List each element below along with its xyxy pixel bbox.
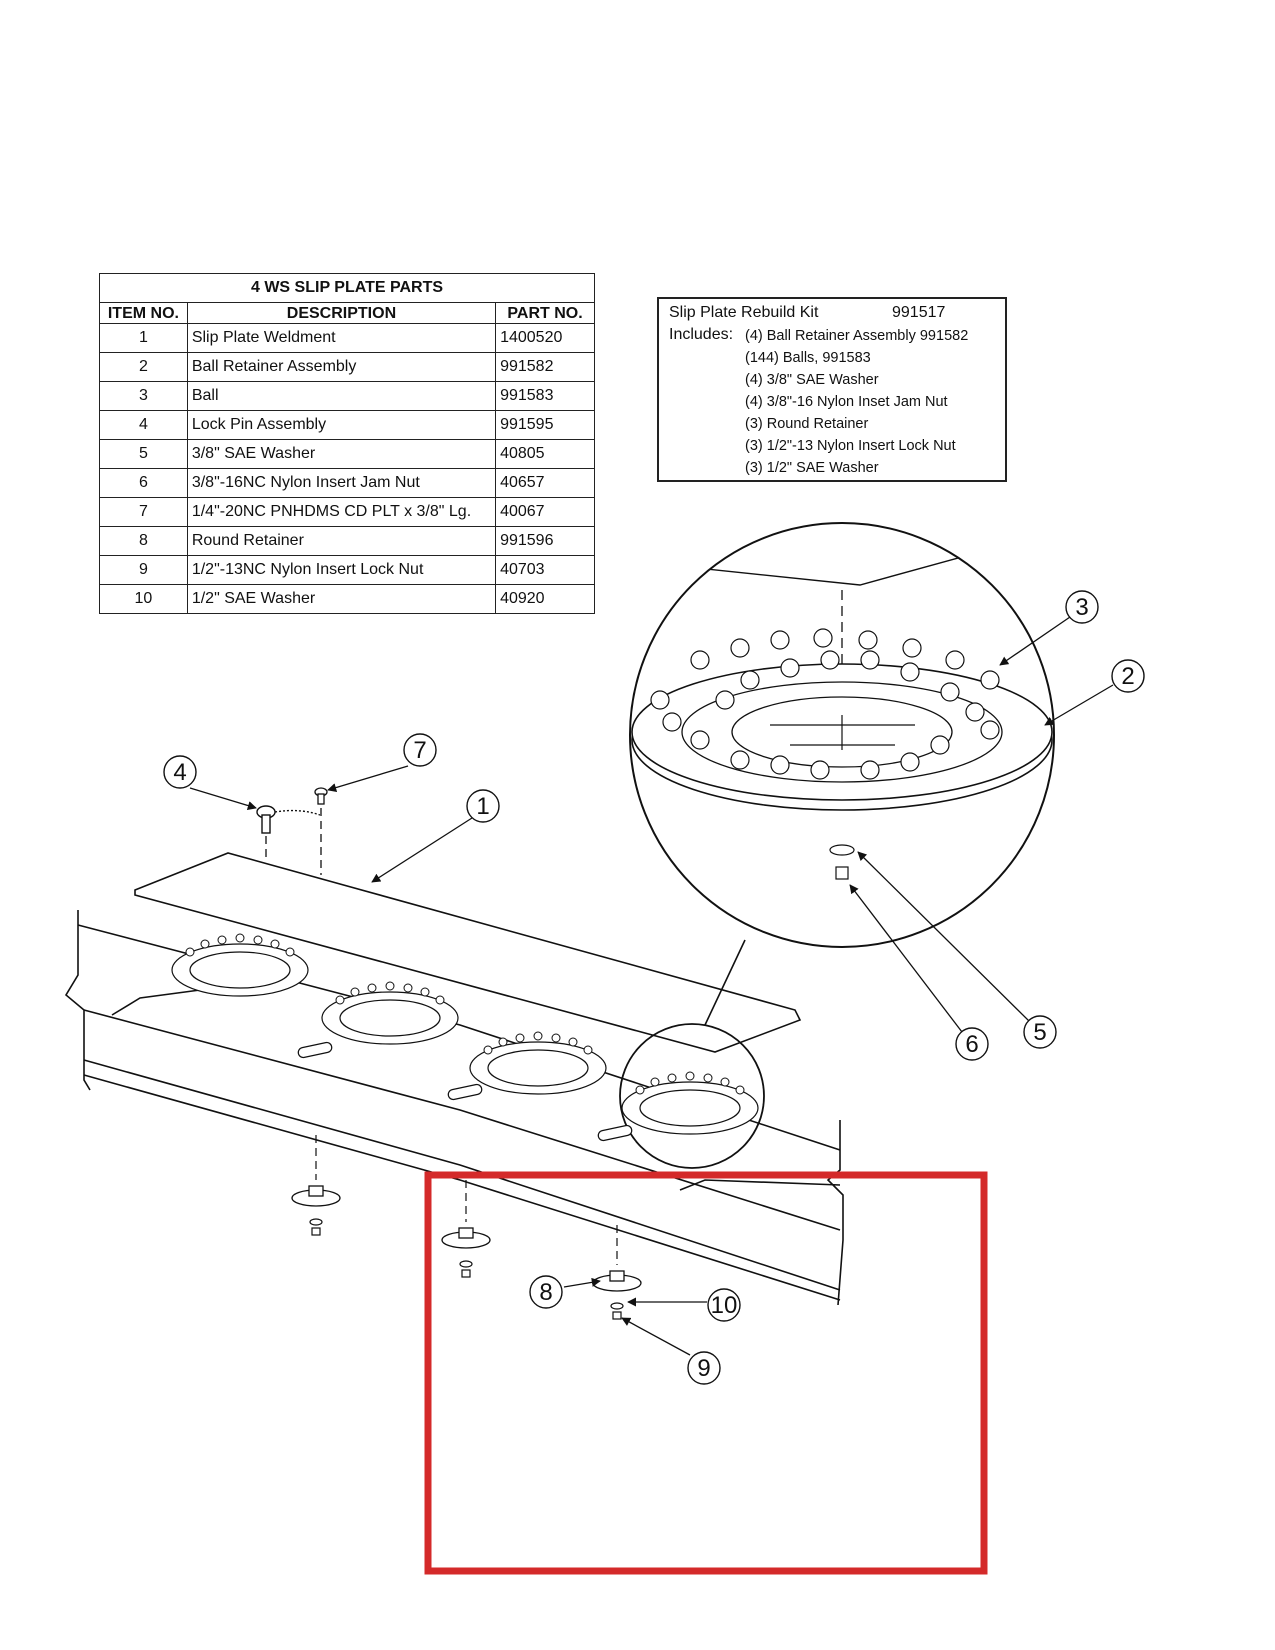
callout-7	[403, 733, 437, 767]
part-no: 40657	[495, 468, 595, 498]
description: Ball Retainer Assembly	[186, 352, 497, 382]
callout-circles	[163, 590, 1145, 1385]
callout-4	[163, 755, 197, 789]
slip-plate	[134, 852, 802, 1053]
callout-1	[466, 789, 500, 823]
callout-label: 4	[173, 759, 186, 786]
magnified-detail	[630, 529, 1054, 880]
callout-5	[1023, 1015, 1057, 1049]
kit-item: (144) Balls, 991583	[745, 350, 871, 366]
kit-part-number: 991517	[892, 304, 946, 321]
magnifier-large-circle	[629, 522, 1055, 948]
kit-item: (3) Round Retainer	[745, 416, 869, 432]
description: 1/2"-13NC Nylon Insert Lock Nut	[186, 555, 497, 585]
callout-6	[955, 1027, 989, 1061]
part-no: 991582	[495, 352, 595, 382]
kit-title: Slip Plate Rebuild Kit	[669, 304, 819, 321]
callout-label: 5	[1033, 1019, 1046, 1046]
item-no: 4	[99, 410, 188, 440]
kit-item: (4) Ball Retainer Assembly 991582	[745, 328, 969, 344]
description: Slip Plate Weldment	[186, 323, 497, 353]
round-retainer	[291, 1185, 642, 1292]
callout-label: 1	[476, 793, 489, 820]
callout-label: 10	[711, 1292, 738, 1319]
item-no: 1	[99, 323, 188, 353]
callout-9	[687, 1351, 721, 1385]
callout-label: 3	[1075, 594, 1088, 621]
item-no: 7	[99, 497, 188, 527]
callout-label: 8	[539, 1279, 552, 1306]
mag-washer	[829, 844, 855, 880]
callout-label: 6	[965, 1031, 978, 1058]
description: Ball	[186, 381, 497, 411]
kit-item: (4) 3/8"-16 Nylon Inset Jam Nut	[745, 394, 948, 410]
callout-label: 2	[1121, 663, 1134, 690]
parts-table: 4 WS SLIP PLATE PARTS ITEM NO. DESCRIPTI…	[99, 273, 595, 614]
callout-8	[529, 1275, 563, 1309]
description: 1/4"-20NC PNHDMS CD PLT x 3/8" Lg.	[186, 497, 497, 527]
description: 1/2" SAE Washer	[186, 584, 497, 614]
balls-small	[185, 933, 745, 1095]
screw	[314, 787, 328, 805]
callout-label: 7	[413, 737, 426, 764]
callout-10	[707, 1288, 741, 1322]
frame-slots	[297, 1041, 633, 1142]
rebuild-kit-box: Slip Plate Rebuild Kit 991517 Includes: …	[657, 297, 1007, 482]
item-no: 10	[99, 584, 188, 614]
kit-includes-label: Includes:	[669, 326, 734, 343]
lock-nut	[309, 1218, 624, 1320]
item-no: 2	[99, 352, 188, 382]
kit-item: (3) 1/2"-13 Nylon Insert Lock Nut	[745, 438, 956, 454]
parts-table-title: 4 WS SLIP PLATE PARTS	[99, 273, 595, 303]
magnifier-small-circle	[619, 1023, 765, 1169]
part-no: 40703	[495, 555, 595, 585]
kit-item: (4) 3/8" SAE Washer	[745, 372, 879, 388]
part-no: 991595	[495, 410, 595, 440]
part-no: 40920	[495, 584, 595, 614]
description: Lock Pin Assembly	[186, 410, 497, 440]
header-item-no: ITEM NO.	[99, 302, 188, 324]
callout-3	[1065, 590, 1099, 624]
callout-label: 9	[697, 1355, 710, 1382]
magnifier-connector	[704, 939, 746, 1026]
highlight-box	[424, 1171, 988, 1575]
lock-pin-assembly	[256, 805, 321, 834]
part-no: 1400520	[495, 323, 595, 353]
part-no: 991596	[495, 526, 595, 556]
kit-items-list: (4) Ball Retainer Assembly 991582 (144) …	[745, 326, 968, 480]
callout-2	[1111, 659, 1145, 693]
kit-item: (3) 1/2" SAE Washer	[745, 460, 879, 476]
header-description: DESCRIPTION	[186, 302, 497, 324]
ball-retainer-small	[171, 943, 759, 1135]
